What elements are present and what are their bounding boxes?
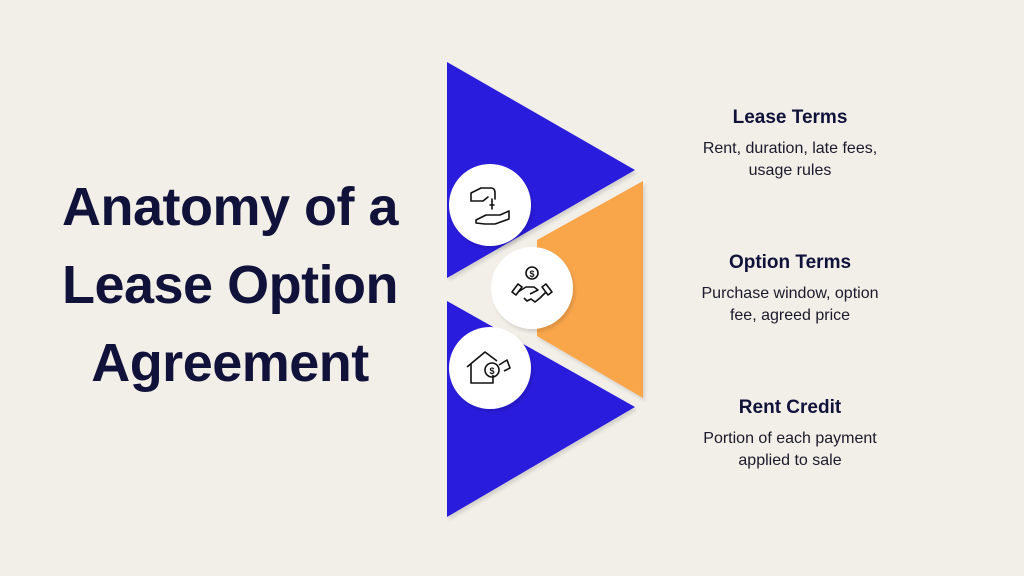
item-description: Rent, duration, late fees, usage rules — [660, 138, 920, 182]
house-dollar-hand-icon: $ — [466, 351, 511, 384]
item-description: Portion of each payment applied to sale — [660, 428, 920, 472]
item-lease-terms: Lease Terms Rent, duration, late fees, us… — [660, 106, 920, 182]
hand-giving-key-icon — [470, 187, 510, 225]
item-heading: Lease Terms — [732, 107, 848, 128]
desc-line-1: Purchase window, option — [701, 285, 879, 302]
desc-line-1: Portion of each payment — [703, 430, 877, 447]
circle-lease-terms — [449, 164, 531, 246]
title-line-2: Lease Option — [61, 255, 399, 315]
desc-line-2: usage rules — [748, 162, 832, 179]
svg-text:$: $ — [489, 366, 494, 376]
item-description: Purchase window, option fee, agreed price — [660, 283, 920, 327]
item-option-terms: Option Terms Purchase window, option fee,… — [660, 251, 920, 327]
svg-text:$: $ — [529, 269, 534, 279]
middle-trapezoid — [537, 181, 643, 398]
item-rent-credit: Rent Credit Portion of each payment appli… — [660, 396, 920, 472]
desc-line-2: fee, agreed price — [729, 307, 851, 324]
item-heading: Rent Credit — [738, 397, 842, 418]
title-line-1: Anatomy of a — [61, 177, 399, 237]
circle-option-terms: $ — [491, 247, 573, 329]
item-heading: Option Terms — [728, 252, 852, 273]
page-title: Anatomy of a Lease Option Agreement — [20, 168, 440, 402]
circle-rent-credit: $ — [449, 327, 531, 409]
title-line-3: Agreement — [91, 333, 369, 393]
desc-line-2: applied to sale — [738, 452, 842, 469]
handshake-dollar-icon: $ — [511, 266, 553, 303]
desc-line-1: Rent, duration, late fees, — [702, 140, 878, 157]
